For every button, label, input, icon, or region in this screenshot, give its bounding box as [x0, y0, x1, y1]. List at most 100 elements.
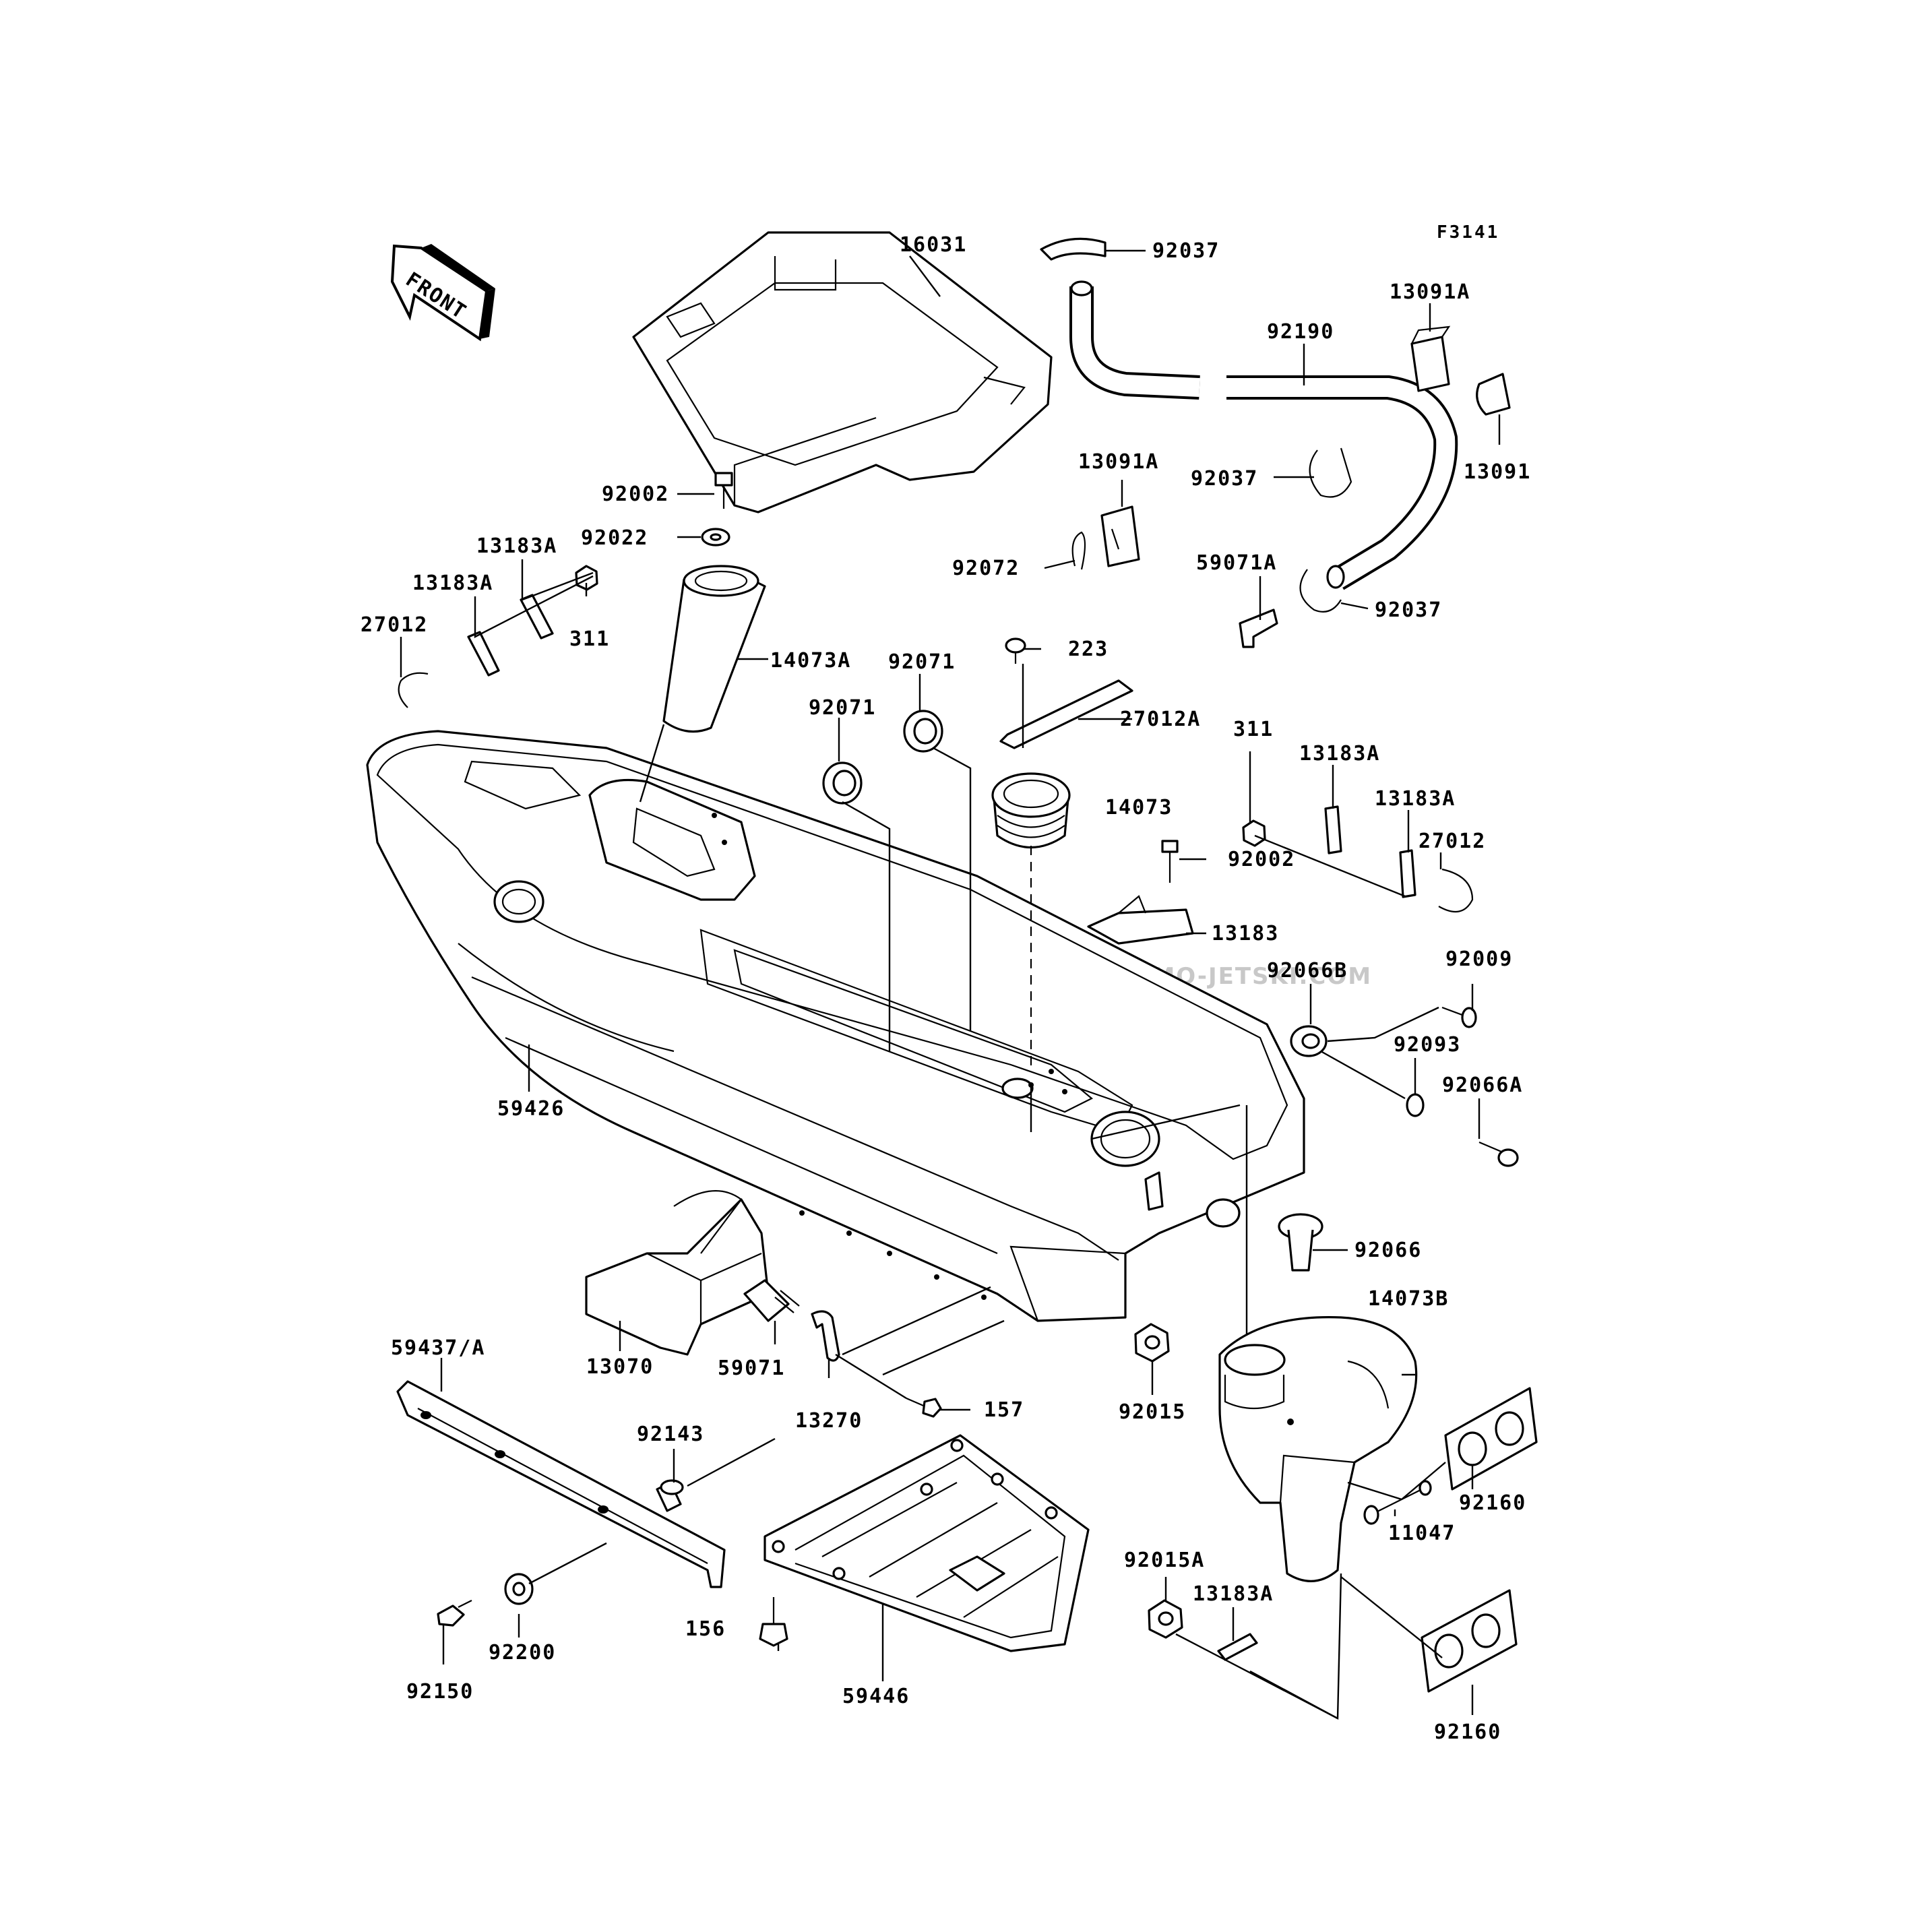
- label-59071: 59071: [718, 1357, 785, 1380]
- label-311: 311: [569, 627, 610, 651]
- gasket-92160-lower: [1421, 1589, 1518, 1693]
- label-59426: 59426: [497, 1097, 565, 1121]
- washer-92093: [1406, 1093, 1425, 1117]
- fitting-92066A: [1478, 1141, 1519, 1167]
- clamp-92037-top: [1040, 237, 1107, 261]
- bolt-92002-top: [714, 472, 733, 509]
- clip-27012-left: [398, 672, 429, 708]
- label-92071: 92071: [888, 650, 956, 674]
- tube-14073A: [662, 565, 766, 733]
- label-13183A: 13183A: [476, 534, 557, 558]
- label-92022: 92022: [581, 526, 648, 550]
- label-13091: 13091: [1464, 460, 1531, 484]
- grate-13070: [585, 1190, 770, 1356]
- washer-92022: [701, 528, 730, 547]
- part-labels: 16031 92037 13091A 92190 13091A 92037 13…: [361, 233, 1531, 1744]
- clamp-92037-low: [1299, 569, 1342, 613]
- label-92200: 92200: [489, 1641, 556, 1664]
- label-92015A: 92015A: [1124, 1549, 1205, 1572]
- spacer-92143: [656, 1479, 684, 1512]
- hull-59426: [366, 730, 1305, 1322]
- washer-92200: [504, 1573, 534, 1605]
- label-92037: 92037: [1152, 239, 1220, 263]
- label-92160: 92160: [1434, 1720, 1501, 1744]
- label-27012: 27012: [1419, 830, 1486, 853]
- bracket-13183: [1087, 895, 1194, 945]
- label-92093: 92093: [1394, 1033, 1461, 1057]
- tank-14073B: [1218, 1316, 1418, 1582]
- label-223: 223: [1068, 637, 1109, 661]
- label-16031: 16031: [900, 233, 967, 257]
- plug-92066: [1278, 1213, 1323, 1272]
- label-92143: 92143: [637, 1423, 704, 1446]
- pad-13091A-mid: [1100, 505, 1140, 567]
- bolt-92150: [437, 1600, 472, 1627]
- label-92071: 92071: [809, 696, 876, 720]
- bracket-13270: [811, 1310, 840, 1362]
- label-92002: 92002: [1228, 848, 1295, 871]
- label-27012A: 27012A: [1120, 708, 1201, 731]
- label-11047: 11047: [1388, 1522, 1456, 1545]
- fitting-92066B: [1290, 1025, 1328, 1057]
- intake-grate-59446: [764, 1434, 1090, 1652]
- label-14073B: 14073B: [1368, 1287, 1449, 1311]
- clamp-92037-mid: [1309, 447, 1352, 498]
- clip-27012-right: [1438, 868, 1474, 913]
- clip-92072: [1071, 531, 1086, 570]
- label-13183: 13183: [1212, 922, 1279, 945]
- screw-223: [1005, 637, 1026, 664]
- label-92015: 92015: [1119, 1400, 1186, 1424]
- label-92150: 92150: [406, 1680, 474, 1704]
- seat-16031: [632, 231, 1053, 513]
- hose-92190: [1069, 280, 1458, 590]
- cap-14073: [991, 772, 1071, 848]
- pad-13091A-top: [1410, 325, 1451, 392]
- label-157: 157: [984, 1398, 1024, 1422]
- plate-13183A-left-b: [520, 594, 554, 640]
- fitting-59071A: [1239, 609, 1278, 648]
- nut-92015: [1134, 1323, 1170, 1363]
- label-92037: 92037: [1375, 598, 1442, 622]
- label-59437A: 59437/A: [391, 1336, 485, 1360]
- gasket-92160-upper: [1444, 1387, 1538, 1491]
- fitting-59071: [743, 1279, 800, 1322]
- bolt-92002-mid: [1161, 840, 1179, 883]
- label-92190: 92190: [1267, 320, 1334, 344]
- seal-92071-b: [903, 710, 943, 753]
- front-arrow-icon: FRONT: [390, 244, 495, 342]
- nut-311-right: [1242, 819, 1266, 847]
- label-92066: 92066: [1354, 1239, 1422, 1262]
- label-59446: 59446: [842, 1685, 910, 1708]
- plate-13183A-bottom: [1217, 1633, 1258, 1661]
- label-14073: 14073: [1105, 796, 1173, 819]
- nut-92015A: [1148, 1599, 1183, 1639]
- label-13070: 13070: [586, 1355, 654, 1379]
- figure-code: F3141: [1437, 222, 1499, 243]
- label-13091A: 13091A: [1078, 450, 1159, 474]
- pin-11047: [1363, 1480, 1432, 1525]
- label-13270: 13270: [795, 1409, 863, 1433]
- label-13183A: 13183A: [1375, 787, 1456, 811]
- label-92037: 92037: [1191, 467, 1258, 491]
- label-92066A: 92066A: [1442, 1073, 1523, 1097]
- plate-13183A-left-a: [467, 631, 500, 677]
- label-92009: 92009: [1445, 947, 1513, 971]
- label-156: 156: [685, 1617, 726, 1641]
- label-311: 311: [1233, 718, 1274, 741]
- screw-92009: [1441, 1006, 1477, 1028]
- bolt-157: [906, 1397, 942, 1418]
- rail-59437A: [396, 1380, 726, 1588]
- strap-27012A: [999, 679, 1133, 749]
- label-27012: 27012: [361, 613, 428, 637]
- label-92002: 92002: [602, 482, 669, 506]
- label-13183A: 13183A: [1299, 742, 1380, 766]
- label-13183A: 13183A: [1193, 1582, 1274, 1606]
- leader-lines: [400, 249, 1501, 1720]
- label-13091A: 13091A: [1390, 280, 1470, 304]
- label-13183A: 13183A: [412, 571, 493, 595]
- bolt-156: [759, 1597, 788, 1647]
- label-92066B: 92066B: [1267, 959, 1348, 983]
- seal-92071-a: [822, 761, 863, 805]
- label-92160: 92160: [1459, 1491, 1526, 1515]
